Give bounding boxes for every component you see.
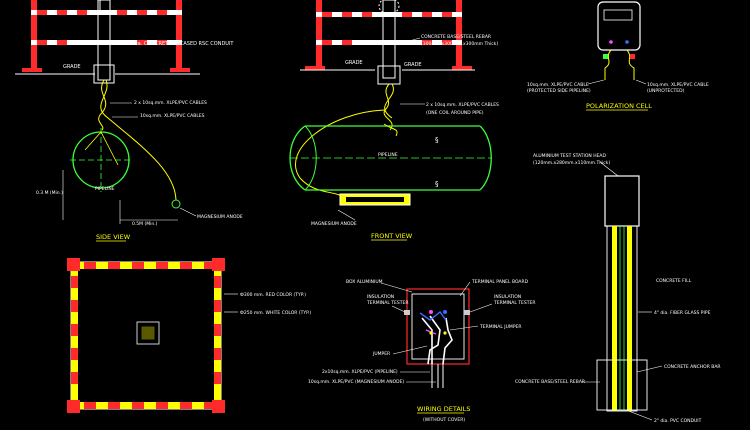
- insulation-tester-right: [464, 310, 470, 315]
- front-rail-top: [316, 12, 462, 17]
- footing-right: [170, 68, 190, 72]
- side-view-title: SIDE VIEW: [96, 233, 131, 241]
- tester-right-label: TERMINAL TESTER: [493, 300, 535, 306]
- front-anode-label: MAGNESIUM ANODE: [311, 221, 357, 227]
- terminal-jumper-label: TERMINAL JUMPER: [479, 324, 522, 330]
- corner-post: [67, 258, 80, 271]
- wiring-subtitle: (WITHOUT COVER): [423, 417, 465, 423]
- svg-text:§: §: [435, 136, 439, 144]
- front-coil-label: (ONE COIL AROUND PIPE): [426, 110, 484, 116]
- front-pipeline-label: PIPELINE: [378, 152, 398, 158]
- panel-label: TERMINAL PANEL BOARD: [471, 279, 529, 285]
- conduit-label: 3" dia. CONCRETE ENCASED RSC CONDUIT: [126, 41, 234, 47]
- base-label: CONCRETE BASE/STEEL REBAR: [515, 379, 585, 385]
- anode-symbol: [171, 199, 181, 209]
- grade-label: GRADE: [63, 64, 81, 70]
- front-grade-label: GRADE: [345, 60, 363, 66]
- cell-right-label: 10sq.mm. XLPE/PVC CABLE: [647, 82, 709, 88]
- front-view: GRADE GRADE CONCRETE BASE/STEEL REBAR (3…: [289, 0, 499, 241]
- insulation-tester-left: [404, 310, 410, 315]
- pipeline-label: PIPELINE: [95, 186, 115, 192]
- front-rail-mid: [316, 40, 462, 45]
- wiring-details: BOX ALUMINIUM TERMINAL PANEL BOARD INSUL…: [308, 279, 535, 423]
- wiring-title: WIRING DETAILS: [417, 405, 470, 413]
- test-head: [99, 0, 111, 15]
- box-label: BOX ALUMINIUM: [346, 279, 383, 285]
- front-cables-label: 2 x 10sq.mm. XLPE/PVC CABLES: [426, 102, 499, 108]
- insulation-left-label: INSULATION: [367, 294, 394, 300]
- svg-text:GRADE: GRADE: [404, 62, 422, 68]
- cable-wire: [98, 79, 107, 131]
- anode-label: MAGNESIUM ANODE: [197, 214, 243, 220]
- fill-label: CONCRETE FILL: [656, 278, 692, 284]
- insulation-right-label: INSULATION: [494, 294, 521, 300]
- cell-box: [597, 1, 641, 51]
- front-base-label: CONCRETE BASE/STEEL REBAR: [421, 34, 491, 40]
- front-base-size: (300mm.x300mm.x300mm Thick): [421, 41, 498, 47]
- jumper-label: JUMPER: [372, 351, 390, 357]
- head-size: (120mm.x280mm.x110mm.Thick): [533, 160, 610, 166]
- plan-rail-top: [71, 262, 221, 269]
- footing-left: [22, 68, 42, 72]
- plan-rail-right: [214, 262, 221, 409]
- station-head: [604, 175, 640, 227]
- post-right: [176, 0, 182, 68]
- center-base: [136, 321, 160, 345]
- svg-text:§: §: [435, 180, 439, 188]
- concrete-base: [596, 359, 648, 411]
- cell-title: POLARIZATION CELL: [586, 102, 652, 110]
- terminal-panel: [411, 293, 465, 360]
- plan-rail-left: [71, 262, 78, 409]
- tester-left-label: TERMINAL TESTER: [366, 300, 408, 306]
- test-station: ALUMINIUM TEST STATION HEAD (120mm.x280m…: [515, 153, 721, 424]
- cell-left-label: 10sq.mm. XLPE/PVC CABLE: [527, 82, 589, 88]
- corner-post: [67, 400, 80, 413]
- anchor-label: CONCRETE ANCHOR BAR: [664, 364, 721, 370]
- head-label: ALUMINIUM TEST STATION HEAD: [533, 153, 606, 159]
- front-view-title: FRONT VIEW: [371, 232, 413, 240]
- plan-rail-bottom: [71, 402, 221, 409]
- conduit-label: 2" dia. PVC CONDUIT: [654, 418, 702, 424]
- offset-label: 0.5M (Min.): [132, 221, 158, 227]
- pipe-label: 4" dia. FIBER GLASS PIPE: [654, 310, 711, 316]
- corner-post: [212, 400, 225, 413]
- cable-single-label: 10sq.mm. XLPE/PVC CABLES: [140, 113, 205, 119]
- rail-mid: [31, 40, 182, 45]
- pipe-wall-right: [627, 226, 632, 411]
- depth-label: 0.3 M (Min.): [36, 190, 63, 196]
- concrete-fill: [606, 225, 638, 412]
- cell-right-sub: (UNPROTECTED): [647, 88, 685, 94]
- internal-wiring: [421, 315, 453, 365]
- rail-top: [31, 10, 182, 15]
- cell-left-sub: (PROTECTED SIDE PIPELINE): [527, 88, 591, 94]
- plan-red-label: Ф300 mm. RED COLOR (TYP.): [240, 292, 306, 298]
- plan-white-label: Ф250 mm. WHITE COLOR (TYP.): [240, 310, 312, 316]
- cables-label: 2 x 10sq.mm. XLPE/PVC CABLES: [134, 100, 207, 106]
- anode-wire: [100, 79, 177, 201]
- pipe-wall-left: [612, 226, 617, 411]
- pipeline-cable-label: 2x10sq.mm. XLPE/PVC (PIPELINE): [322, 369, 398, 375]
- plan-view: Ф300 mm. RED COLOR (TYP.) Ф250 mm. WHITE…: [67, 258, 312, 413]
- side-view: GRADE 3" dia. CONCRETE ENCASED RSC CONDU…: [15, 0, 243, 242]
- corner-post: [212, 258, 225, 271]
- anode-cable-label: 10sq.mm. XLPE/PVC (MAGNESIUM ANODE): [308, 379, 404, 385]
- post-left: [31, 0, 37, 68]
- polarization-cell: 10sq.mm. XLPE/PVC CABLE (PROTECTED SIDE …: [527, 1, 709, 111]
